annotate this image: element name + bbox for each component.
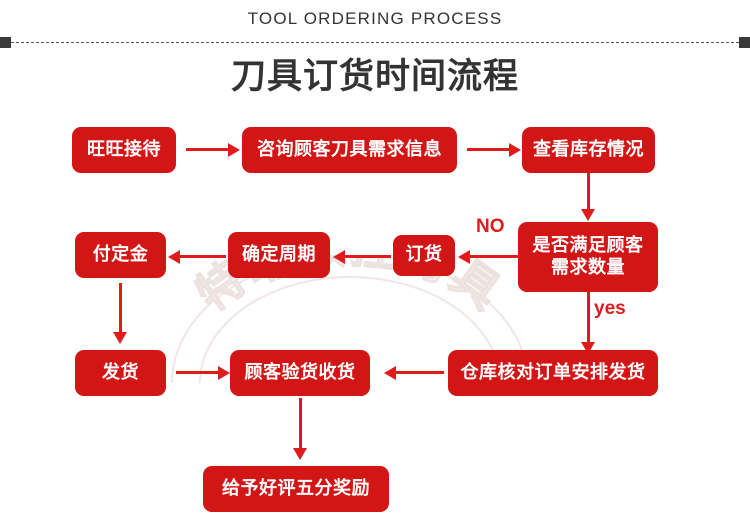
rule-cap-right-icon — [739, 37, 750, 48]
rule-dashed-line — [11, 42, 739, 43]
english-title: TOOL ORDERING PROCESS — [247, 9, 503, 28]
edge-warehouse-to-inspect-shaft — [396, 371, 444, 374]
edge-decision-to-warehouse-shaft — [587, 292, 590, 344]
edge-inventory-to-decision-shaft — [587, 173, 590, 211]
edge-order-to-cycle-arrow-icon — [333, 250, 345, 264]
node-check-inventory[interactable]: 查看库存情况 — [522, 127, 655, 173]
edge-cycle-to-deposit-arrow-icon — [168, 250, 180, 264]
edge-order-to-cycle-shaft — [345, 255, 391, 258]
node-place-order[interactable]: 订货 — [393, 235, 455, 276]
edge-inventory-to-decision-arrow-icon — [581, 209, 595, 221]
edge-warehouse-to-inspect-arrow-icon — [384, 366, 396, 380]
edge-consult-to-inventory-shaft — [467, 148, 511, 151]
edge-deposit-to-ship-shaft — [119, 283, 122, 334]
chinese-title: 刀具订货时间流程 — [230, 57, 519, 97]
node-five-star-reward[interactable]: 给予好评五分奖励 — [203, 466, 389, 512]
node-consult-demand-info[interactable]: 咨询顾客刀具需求信息 — [242, 127, 457, 173]
edge-consult-to-inventory-arrow-icon — [509, 143, 521, 157]
edge-decision-to-order-shaft — [470, 255, 518, 258]
edge-reception-to-consult-arrow-icon — [228, 143, 240, 157]
node-pay-deposit[interactable]: 付定金 — [75, 232, 166, 278]
node-ship-goods[interactable]: 发货 — [75, 350, 166, 396]
node-warehouse-arrange[interactable]: 仓库核对订单安排发货 — [448, 350, 658, 396]
node-confirm-cycle[interactable]: 确定周期 — [228, 232, 330, 278]
rule-cap-left-icon — [0, 37, 11, 48]
edge-inspect-to-reward-arrow-icon — [293, 448, 307, 460]
edge-cycle-to-deposit-shaft — [180, 255, 226, 258]
edge-ship-to-inspect-shaft — [176, 371, 220, 374]
node-wangwang-reception[interactable]: 旺旺接待 — [72, 127, 176, 173]
edge-ship-to-inspect-arrow-icon — [218, 366, 230, 380]
divider-rule — [0, 37, 750, 48]
node-customer-inspect[interactable]: 顾客验货收货 — [230, 350, 370, 396]
edge-inspect-to-reward-shaft — [299, 398, 302, 450]
edge-deposit-to-ship-arrow-icon — [113, 332, 127, 344]
edge-label-yes: yes — [594, 298, 626, 319]
node-meets-demand-qty[interactable]: 是否满足顾客 需求数量 — [518, 222, 658, 292]
edge-reception-to-consult-shaft — [186, 148, 230, 151]
edge-decision-to-order-arrow-icon — [458, 250, 470, 264]
edge-label-no: NO — [476, 216, 505, 237]
